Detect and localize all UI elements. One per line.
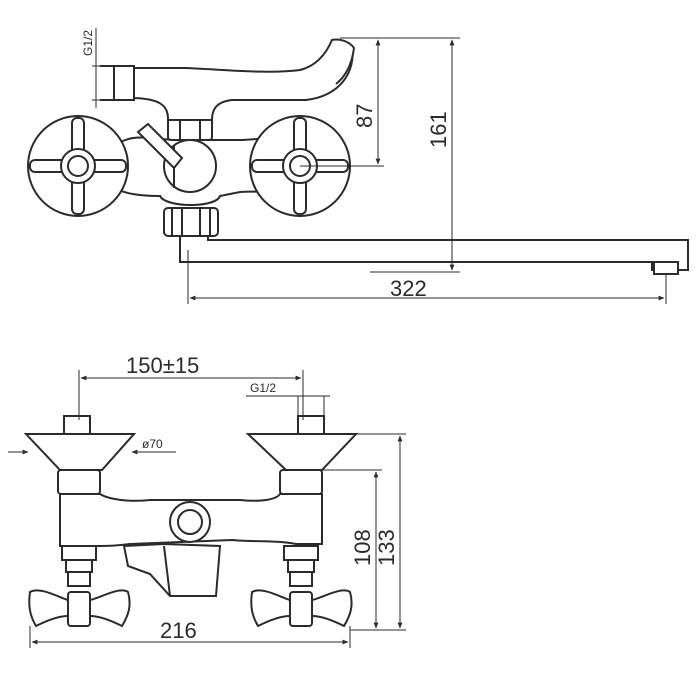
top-view: G1/2 87 161 322 (27, 28, 689, 304)
right-wall-flange (245, 433, 359, 471)
shower-outlet (113, 65, 135, 101)
dim-161: 161 (426, 111, 451, 148)
left-connector-nut (57, 469, 101, 495)
dim-87: 87 (352, 104, 377, 128)
dim-322: 322 (390, 276, 427, 301)
dim-216: 216 (160, 618, 197, 643)
dim-150: 150±15 (126, 353, 199, 378)
right-connector-nut (279, 469, 323, 495)
left-cross-handle (29, 117, 127, 215)
swivel-nut (163, 207, 219, 237)
dim-70: ø70 (142, 437, 163, 451)
top-thread-label: G1/2 (81, 30, 95, 56)
control-lever (299, 38, 356, 85)
dim-133: 133 (374, 529, 399, 566)
diverter-lever (136, 122, 184, 170)
upper-body (129, 40, 354, 121)
front-view: 150±15 G1/2 ø70 108 133 216 (8, 353, 406, 648)
hex-nut (167, 117, 213, 141)
dim-108: 108 (350, 529, 375, 566)
spout-front (122, 542, 222, 597)
front-thread-label: G1/2 (250, 381, 276, 395)
spout (179, 227, 689, 271)
spout-aerator (653, 261, 679, 275)
left-wall-flange (23, 433, 137, 471)
